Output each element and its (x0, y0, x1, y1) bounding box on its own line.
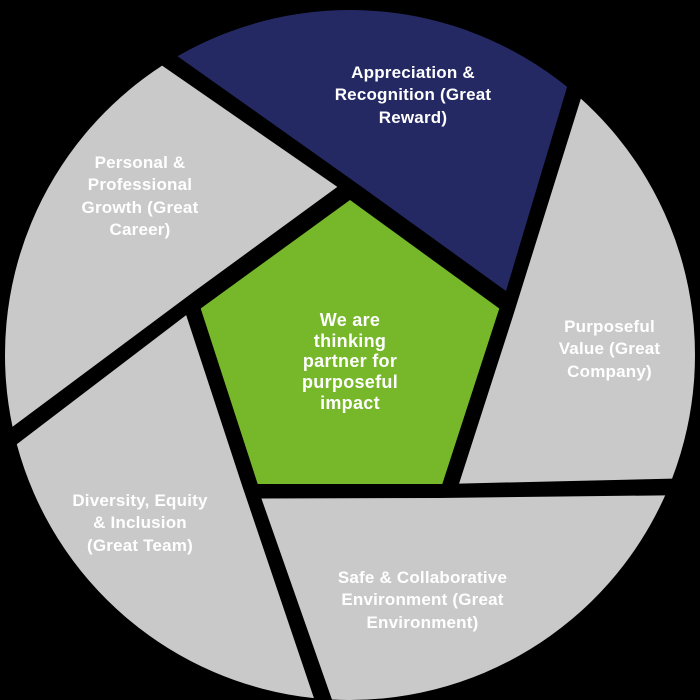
center-label: We are thinking partner for purposeful i… (302, 310, 398, 413)
segment-label-safe-collaborative-environment: Safe & Collaborative Environment (Great … (337, 568, 508, 632)
segment-label-appreciation-recognition: Appreciation & Recognition (Great Reward… (334, 63, 492, 127)
segment-label-personal-professional-growth: Personal & Professional Growth (Great Ca… (81, 153, 199, 240)
segment-label-diversity-equity-inclusion: Diversity, Equity & Inclusion (Great Tea… (72, 491, 208, 555)
segment-label-purposeful-value: Purposeful Value (Great Company) (558, 317, 661, 381)
center-pentagon (200, 200, 500, 484)
